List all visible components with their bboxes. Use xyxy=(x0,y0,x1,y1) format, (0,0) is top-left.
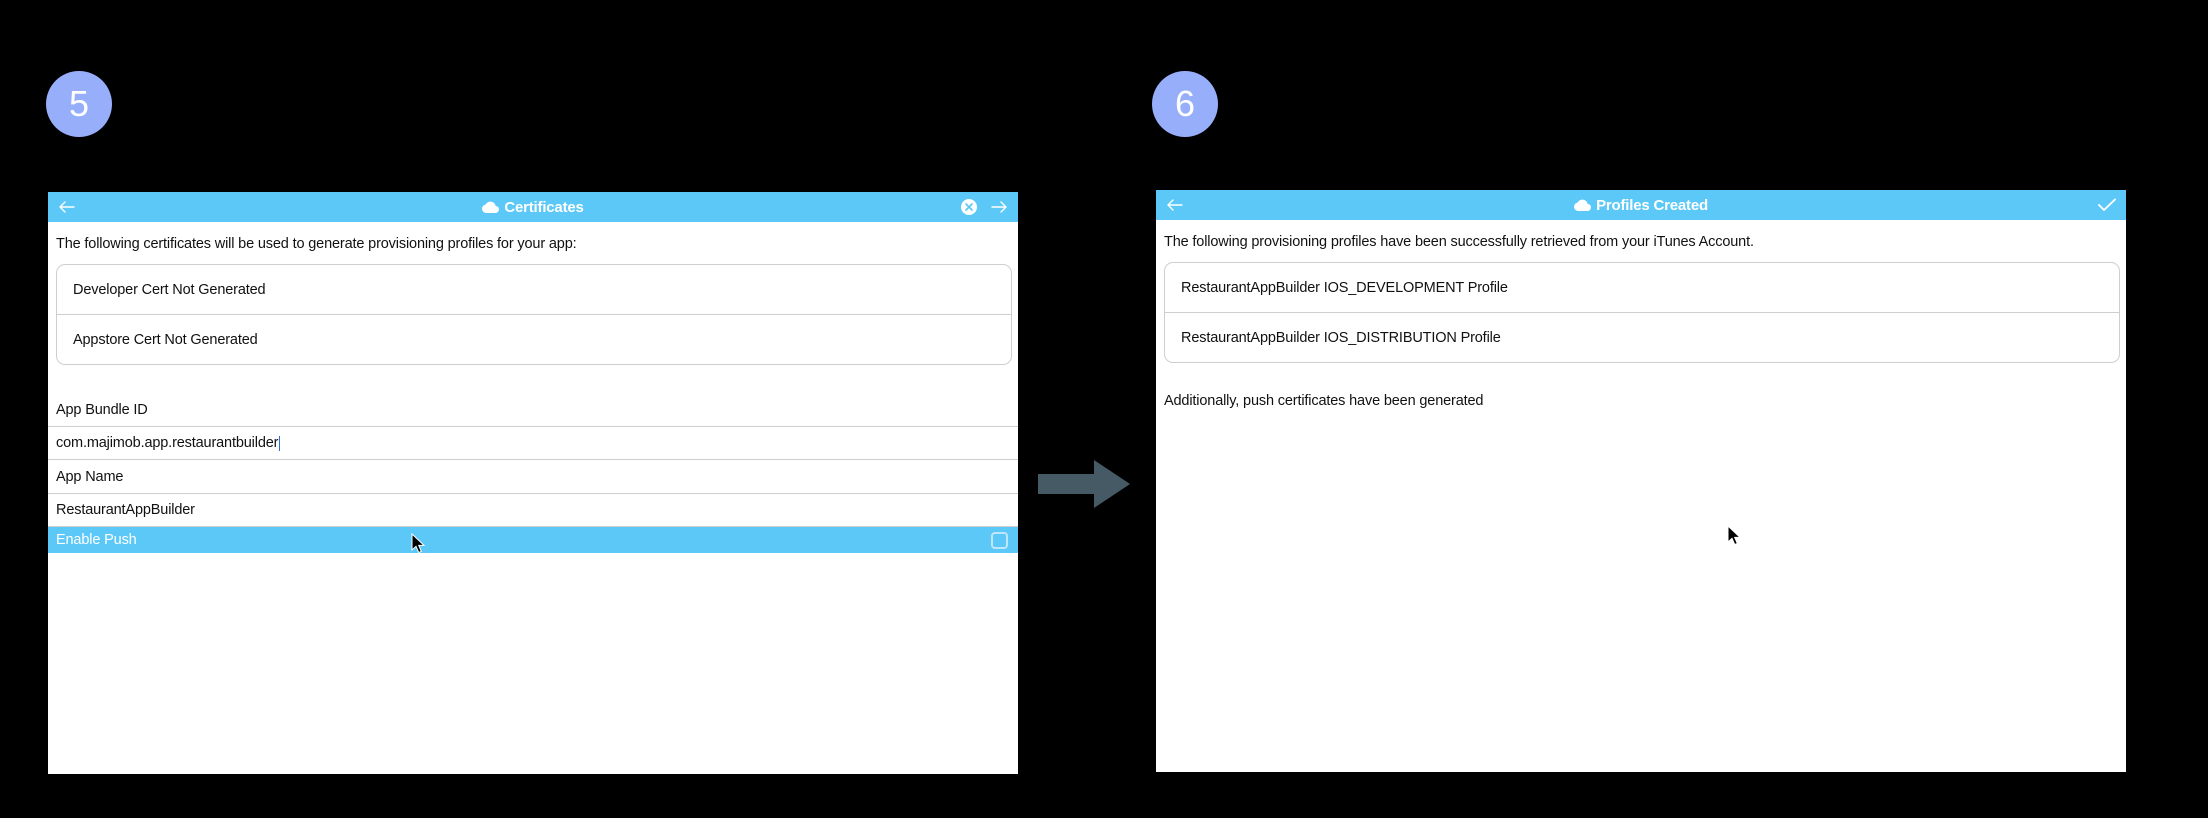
certificates-titlebar: Certificates xyxy=(48,192,1018,222)
cloud-icon xyxy=(482,201,500,213)
app-bundle-id-value: com.majimob.app.restaurantbuilder xyxy=(56,435,279,451)
app-name-label: App Name xyxy=(48,460,1018,494)
certificates-body: The following certificates will be used … xyxy=(48,222,1018,774)
list-item[interactable]: Appstore Cert Not Generated xyxy=(57,314,1011,364)
profiles-created-panel: Profiles Created The following provision… xyxy=(1156,190,2126,772)
back-arrow-icon[interactable] xyxy=(58,200,75,214)
profiles-intro: The following provisioning profiles have… xyxy=(1164,234,1754,250)
step-badge-6: 6 xyxy=(1152,71,1218,137)
flow-arrow-icon xyxy=(1038,460,1130,508)
certificates-intro: The following certificates will be used … xyxy=(56,236,577,252)
cloud-icon xyxy=(1574,199,1592,211)
enable-push-row[interactable]: Enable Push xyxy=(48,527,1018,553)
enable-push-label: Enable Push xyxy=(56,532,137,548)
text-caret xyxy=(279,435,281,451)
certificates-title: Certificates xyxy=(504,198,584,216)
list-item[interactable]: RestaurantAppBuilder IOS_DISTRIBUTION Pr… xyxy=(1165,312,2119,362)
app-bundle-id-input[interactable]: com.majimob.app.restaurantbuilder xyxy=(48,427,1018,460)
circle-x-icon[interactable] xyxy=(961,199,977,215)
list-item[interactable]: RestaurantAppBuilder IOS_DEVELOPMENT Pro… xyxy=(1181,279,1508,296)
step-badge-5: 5 xyxy=(46,71,112,137)
profiles-title: Profiles Created xyxy=(1596,196,1708,214)
profiles-list: RestaurantAppBuilder IOS_DEVELOPMENT Pro… xyxy=(1164,262,2120,363)
certificates-list: Developer Cert Not Generated Appstore Ce… xyxy=(56,264,1012,365)
app-form: App Bundle ID com.majimob.app.restaurant… xyxy=(48,393,1018,553)
back-arrow-icon[interactable] xyxy=(1166,198,1183,212)
app-name-input[interactable]: RestaurantAppBuilder xyxy=(48,494,1018,527)
app-name-value: RestaurantAppBuilder xyxy=(56,502,195,518)
checkmark-icon[interactable] xyxy=(2098,198,2116,212)
profiles-titlebar: Profiles Created xyxy=(1156,190,2126,220)
certificates-panel: Certificates The following certificates … xyxy=(48,192,1018,774)
app-bundle-id-label: App Bundle ID xyxy=(48,393,1018,427)
list-item[interactable]: Developer Cert Not Generated xyxy=(73,281,266,298)
enable-push-checkbox[interactable] xyxy=(991,531,1008,549)
forward-arrow-icon[interactable] xyxy=(991,200,1008,214)
profiles-body: The following provisioning profiles have… xyxy=(1156,220,2126,772)
push-certificates-note: Additionally, push certificates have bee… xyxy=(1164,393,1484,409)
